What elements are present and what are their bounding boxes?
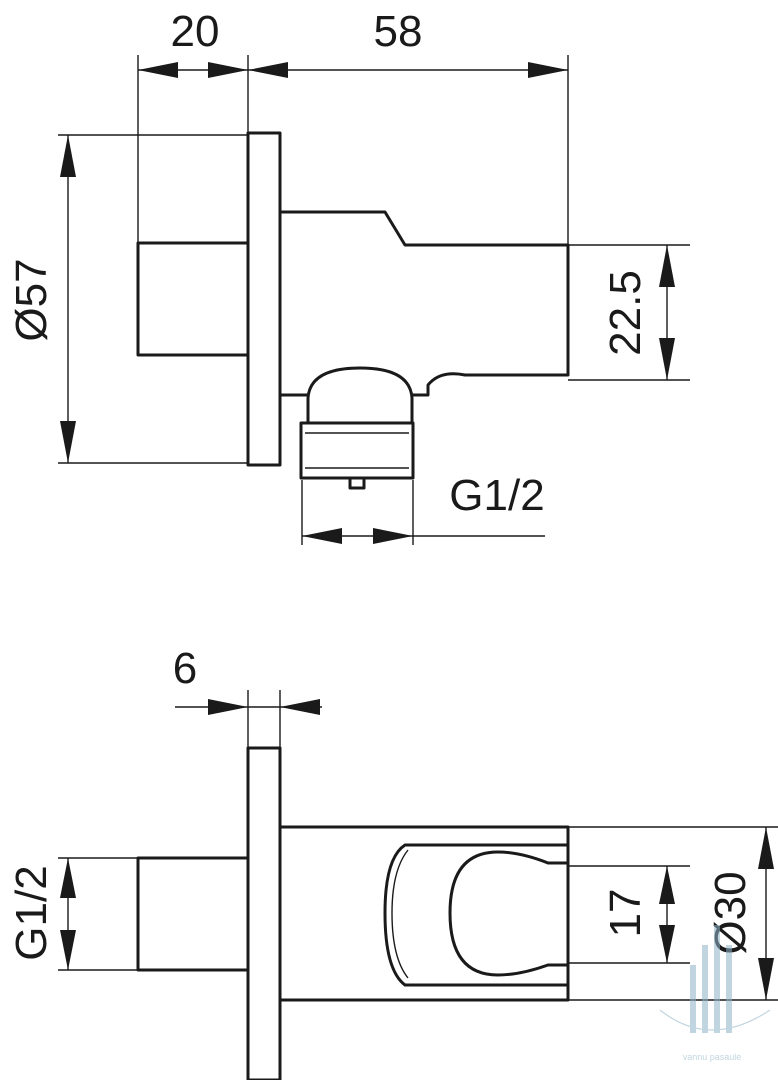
- dim-label-g12-inlet: G1/2: [7, 865, 56, 960]
- dim-line-58: [248, 62, 568, 78]
- dim-label-22-5: 22.5: [601, 270, 650, 356]
- top-view: 20 58 Ø57 22.5 G1/2: [7, 7, 690, 545]
- inlet-thread-stub: [136, 241, 250, 357]
- dim-label-20: 20: [171, 7, 220, 56]
- dim-line-g12-inlet: [60, 858, 76, 970]
- outlet-elbow: [306, 366, 414, 427]
- watermark-text: vannu pasaule: [683, 1052, 742, 1062]
- dim-line-30: [758, 827, 774, 1000]
- holder-cradle: [383, 843, 570, 987]
- inlet-thread-stub: [136, 856, 250, 972]
- top-part-body: [136, 131, 570, 490]
- watermark-logo: vannu pasaule: [659, 925, 771, 1062]
- bottom-view: 6 G1/2 17 Ø30: [7, 644, 778, 1080]
- dim-label-diameter-30: Ø30: [706, 871, 755, 954]
- dim-line-20: [138, 62, 248, 78]
- dim-label-6: 6: [173, 644, 197, 693]
- dim-label-17: 17: [601, 889, 650, 938]
- wall-flange: [246, 746, 282, 1080]
- dim-line-22-5: [659, 245, 675, 380]
- dim-line-17: [659, 866, 675, 963]
- dim-line-57: [60, 135, 76, 463]
- outlet-pin: [348, 476, 366, 490]
- bottom-part-body: [136, 746, 570, 1080]
- dim-line-6: [175, 699, 322, 715]
- dim-line-g12-outlet: [302, 528, 545, 544]
- holder-body: [278, 210, 570, 397]
- top-extension-lines: [58, 55, 690, 545]
- outlet-nut: [299, 421, 415, 480]
- dim-label-g12-outlet: G1/2: [449, 471, 544, 520]
- dim-label-58: 58: [374, 7, 423, 56]
- wall-flange: [246, 131, 282, 467]
- dim-label-diameter-57: Ø57: [7, 258, 56, 341]
